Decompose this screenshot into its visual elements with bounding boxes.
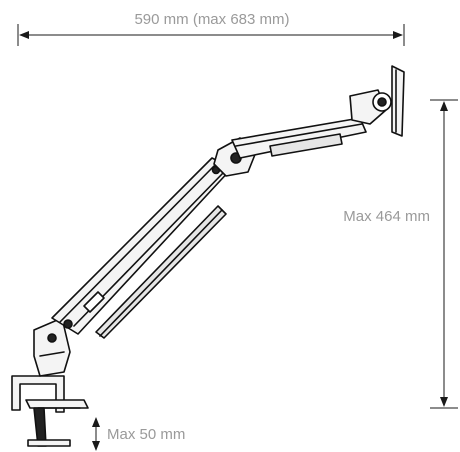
clamp-dimension: Max 50 mm (92, 417, 185, 451)
arm-base-post (33, 317, 71, 377)
desk-clamp (11, 375, 89, 447)
tilt-head (349, 89, 392, 125)
height-dimension: Max 464 mm (343, 99, 458, 409)
vesa-plate (391, 65, 405, 137)
monitor-arm-illustration (11, 65, 405, 447)
width-label: 590 mm (max 683 mm) (134, 11, 289, 28)
height-label: Max 464 mm (343, 208, 430, 225)
clamp-label: Max 50 mm (107, 426, 185, 443)
width-dimension: 590 mm (max 683 mm) (17, 11, 405, 46)
upper-arm (231, 117, 367, 159)
lower-arm (51, 157, 233, 339)
